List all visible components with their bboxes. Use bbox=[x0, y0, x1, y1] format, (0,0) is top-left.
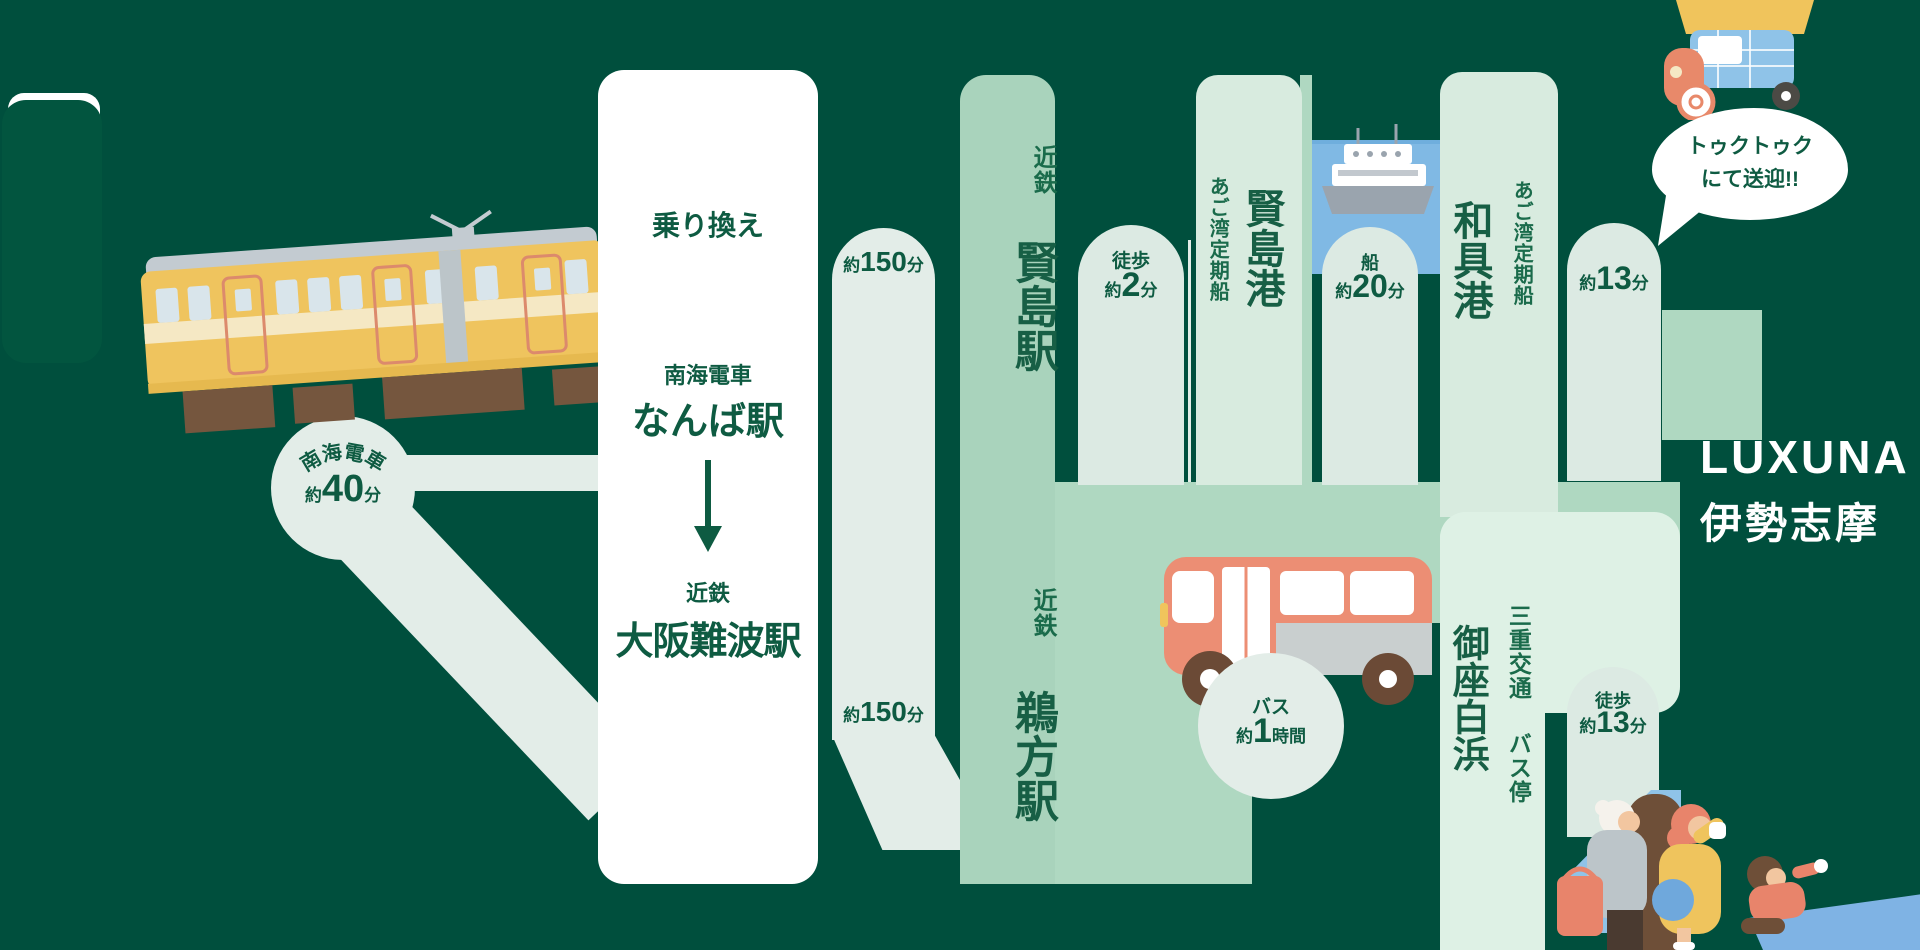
destination-brand: LUXUNA bbox=[1700, 431, 1910, 483]
ugata-line: 近鉄 bbox=[1029, 588, 1056, 638]
tuktuk-icon bbox=[1664, 0, 1814, 120]
bubble-line1: トゥクトゥク bbox=[1687, 135, 1813, 158]
ferry-icon bbox=[1322, 124, 1434, 214]
start-column bbox=[2, 100, 102, 363]
bubble-line2: にて送迎!! bbox=[1701, 168, 1799, 191]
transfer-heading: 乗り換え bbox=[651, 210, 764, 241]
transfer-to-line: 近鉄 bbox=[685, 581, 730, 606]
boat-mode: 船 bbox=[1361, 253, 1379, 273]
wagu-port-name: 和具港 bbox=[1447, 200, 1492, 320]
boat-leg-pill bbox=[1322, 227, 1418, 485]
train-icon bbox=[140, 209, 613, 434]
walk-to-port-pill bbox=[1078, 225, 1184, 485]
goza-stop-type: バス停 bbox=[1505, 732, 1532, 804]
tuktuk-leg-pill bbox=[1567, 223, 1661, 481]
wagu-port-column bbox=[1440, 72, 1558, 517]
green-strip bbox=[1300, 75, 1312, 485]
arrow-down-icon bbox=[694, 460, 722, 552]
nankai-curved-label: 南海電車 bbox=[297, 439, 390, 476]
kintetsu-route-band bbox=[832, 228, 935, 740]
kashikojima-port-name: 賢島港 bbox=[1239, 188, 1284, 308]
green-band-elbow bbox=[1662, 310, 1762, 440]
ugata-station: 鵜方駅 bbox=[1008, 690, 1057, 822]
wagu-port-line: あご湾定期船 bbox=[1510, 180, 1533, 306]
walk-to-port-mode: 徒歩 bbox=[1111, 251, 1150, 272]
kashikojima-line: 近鉄 bbox=[1029, 145, 1056, 195]
kashikojima-port-line: あご湾定期船 bbox=[1206, 176, 1229, 302]
goza-company: 三重交通 bbox=[1505, 604, 1532, 700]
bus-mode: バス bbox=[1251, 697, 1290, 718]
transfer-to-station: 大阪難波駅 bbox=[615, 621, 801, 663]
walk-from-stop-mode: 徒歩 bbox=[1595, 691, 1631, 711]
goza-stop-column bbox=[1440, 512, 1545, 950]
nankai-time-bubble bbox=[271, 416, 415, 560]
family-icon bbox=[1557, 790, 1920, 950]
kashikojima-station: 賢島駅 bbox=[1008, 240, 1057, 372]
transfer-from-station: なんば駅 bbox=[631, 401, 784, 443]
bus-time-bubble bbox=[1198, 653, 1344, 799]
destination-area: 伊勢志摩 bbox=[1700, 500, 1881, 547]
kashikojima-port-column bbox=[1196, 75, 1302, 485]
goza-stop-name: 御座白浜 bbox=[1447, 624, 1489, 772]
transfer-from-line: 南海電車 bbox=[663, 363, 752, 388]
divider-line bbox=[1188, 240, 1191, 482]
kintetsu-station-column bbox=[960, 75, 1055, 884]
